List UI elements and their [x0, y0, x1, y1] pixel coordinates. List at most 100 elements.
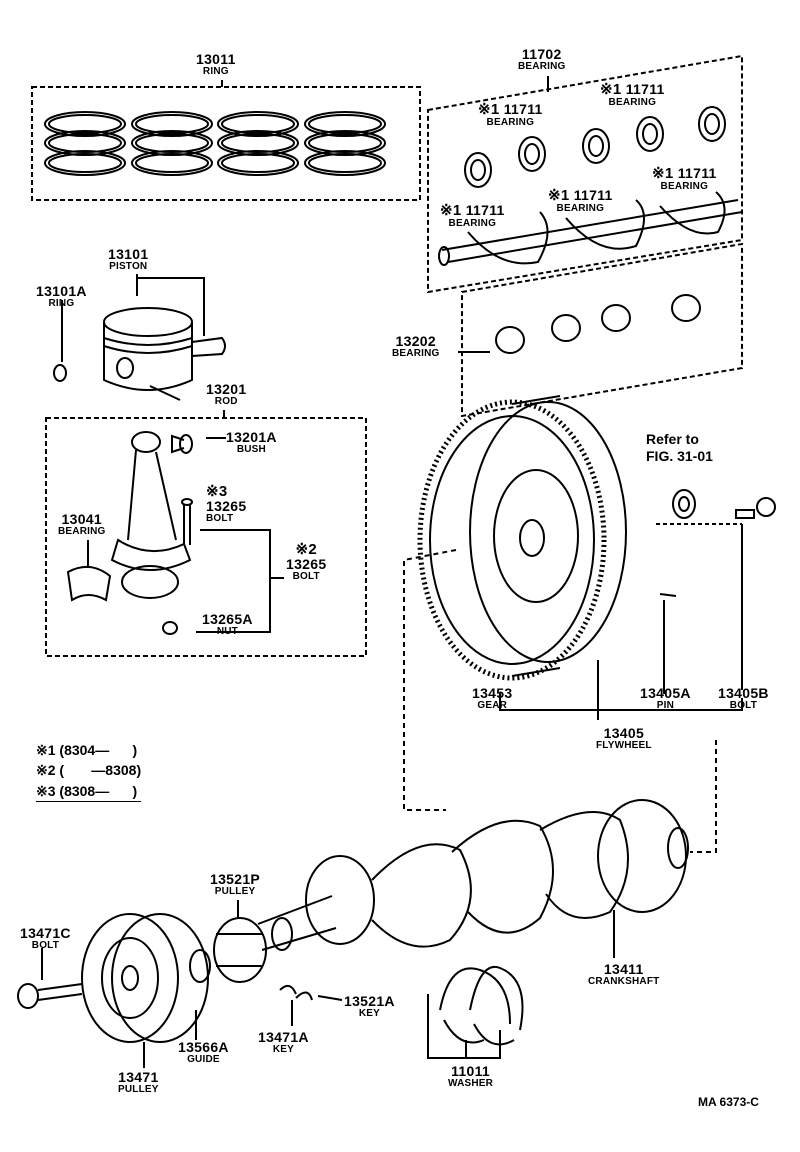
- main-bearing-box: [427, 54, 743, 294]
- main-bearing-a-mark: ※1: [600, 81, 622, 98]
- main-bearing-shells: [464, 106, 726, 188]
- rod-bearing-name: BEARING: [392, 348, 440, 359]
- key-b-name: KEY: [272, 1044, 294, 1055]
- rod-name: ROD: [214, 396, 238, 407]
- piston-leader: [136, 274, 205, 336]
- refer-line1: Refer to: [646, 431, 699, 447]
- key-a-number: 13521A: [344, 993, 395, 1009]
- label-main-bearing-c: ※1 11711 BEARING: [652, 166, 717, 192]
- piston-drawing: [103, 307, 226, 401]
- pilot-bearing-drawing: [672, 489, 696, 519]
- crankshaft-small: [438, 191, 743, 266]
- rod-bolt-3-mark: ※3: [206, 483, 228, 500]
- label-rod-bolt-2: ※2 13265 BOLT: [286, 542, 326, 582]
- con-bearing-drawing: [66, 565, 112, 602]
- flywheel-number: 13405: [603, 725, 645, 741]
- piston-ring-number: 13101A: [36, 283, 87, 299]
- main-bearing-d-mark: ※1: [548, 187, 570, 204]
- label-pulley-bolt: 13471C BOLT: [20, 926, 71, 951]
- main-bearing-d-number: 11711: [573, 187, 613, 203]
- label-main-bearing-a: ※1 11711 BEARING: [600, 82, 665, 108]
- pulley-bolt-drawing: [17, 983, 83, 1009]
- guide-number: 13566A: [178, 1039, 229, 1055]
- crankshaft-number: 13411: [603, 961, 644, 977]
- connecting-rod-drawing: [110, 431, 193, 635]
- assembly-guide: [403, 549, 717, 853]
- label-key-a: 13521A KEY: [344, 994, 395, 1019]
- label-flywheel: 13405 FLYWHEEL: [596, 726, 652, 751]
- rod-bolt-3-name: BOLT: [206, 513, 234, 524]
- label-refer: Refer to FIG. 31-01: [646, 432, 713, 463]
- piston-ring-set: [44, 111, 386, 176]
- main-bearing-set-name: BEARING: [518, 61, 566, 72]
- pin-name: PIN: [656, 700, 675, 711]
- rod-bolt-2-mark: ※2: [295, 541, 317, 558]
- crank-pulley-p-number: 13521P: [210, 871, 261, 887]
- pin-drawing: [659, 593, 677, 597]
- label-pin: 13405A PIN: [640, 686, 691, 711]
- piston-number: 13101: [108, 246, 149, 262]
- main-bearing-e-mark: ※1: [440, 202, 462, 219]
- gear-number: 13453: [472, 685, 513, 701]
- piston-name: PISTON: [109, 261, 148, 272]
- rod-bearing-box: [461, 242, 743, 418]
- key-leaders: [291, 995, 343, 1026]
- label-pulley: 13471 PULLEY: [118, 1070, 159, 1095]
- con-bearing-name: BEARING: [58, 526, 106, 537]
- pulley-bolt-number: 13471C: [20, 925, 71, 941]
- crank-pulley-p-name: PULLEY: [214, 886, 256, 897]
- flywheel-drawing: [417, 395, 627, 681]
- key-b-number: 13471A: [258, 1029, 309, 1045]
- label-main-bearing-b: ※1 11711 BEARING: [478, 102, 543, 128]
- ring-set-name: RING: [202, 66, 229, 77]
- rod-bolt-2-number: 13265: [286, 556, 327, 572]
- pulley-bolt-name: BOLT: [31, 940, 60, 951]
- rod-number: 13201: [206, 381, 247, 397]
- guide-name: GUIDE: [187, 1054, 220, 1065]
- date-legend: ※1 (8304— ) ※2 ( —8308) ※3 (8308— ): [36, 740, 142, 802]
- label-guide: 13566A GUIDE: [178, 1040, 229, 1065]
- washer-name: WASHER: [448, 1078, 494, 1089]
- pulley-number: 13471: [118, 1069, 159, 1085]
- crankshaft-name: CRANKSHAFT: [588, 976, 660, 987]
- washer-bracket: [427, 994, 501, 1059]
- rod-bearing-shells: [495, 294, 701, 354]
- label-ring-set: 13011 RING: [196, 52, 236, 77]
- main-bearing-c-mark: ※1: [652, 165, 674, 182]
- guide-drawing: [189, 949, 211, 983]
- ring-set-number: 13011: [196, 51, 236, 67]
- crankshaft-drawing: [257, 799, 689, 951]
- label-crank-pulley-p: 13521P PULLEY: [210, 872, 260, 897]
- fw-bolt-number: 13405B: [718, 685, 769, 701]
- con-bearing-number: 13041: [61, 511, 102, 527]
- piston-ring-drawing: [53, 364, 67, 382]
- main-bearing-b-number: 11711: [503, 101, 543, 117]
- key-drawing: [279, 984, 313, 1001]
- pulley-drawing: [81, 913, 209, 1043]
- label-rod-bearing: 13202 BEARING: [392, 334, 440, 359]
- pulley-name: PULLEY: [118, 1084, 159, 1095]
- label-rod-bolt-3: ※3 13265 BOLT: [206, 484, 246, 524]
- main-bearing-d-name: BEARING: [556, 203, 605, 214]
- figure-code: MA 6373-C: [698, 1095, 759, 1109]
- main-bearing-c-number: 11711: [677, 165, 717, 181]
- rod-bearing-number: 13202: [395, 333, 436, 349]
- main-bearing-c-name: BEARING: [660, 181, 709, 192]
- label-piston: 13101 PISTON: [108, 247, 148, 272]
- fw-bolt-name: BOLT: [729, 700, 758, 711]
- main-bearing-b-name: BEARING: [486, 117, 535, 128]
- label-main-bearing-d: ※1 11711 BEARING: [548, 188, 613, 214]
- label-crankshaft: 13411 CRANKSHAFT: [588, 962, 659, 987]
- main-bearing-a-name: BEARING: [608, 97, 657, 108]
- label-bush: 13201A BUSH: [226, 430, 277, 455]
- pin-number: 13405A: [640, 685, 691, 701]
- flywheel-bolt-drawing: [735, 497, 776, 519]
- label-fw-bolt: 13405B BOLT: [718, 686, 769, 711]
- legend-line-2: ※2 ( —8308): [36, 762, 142, 779]
- thrust-washer-drawing: [439, 965, 524, 1046]
- label-gear: 13453 GEAR: [472, 686, 512, 711]
- flywheel-bracket: [499, 524, 743, 720]
- main-bearing-a-number: 11711: [625, 81, 665, 97]
- bush-number: 13201A: [226, 429, 277, 445]
